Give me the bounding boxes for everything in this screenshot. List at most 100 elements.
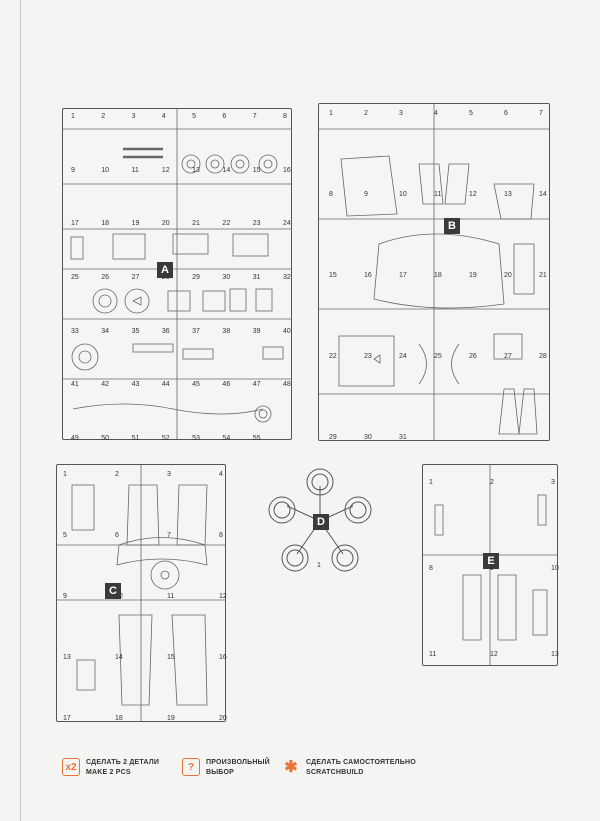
part-number: 13 xyxy=(504,191,512,198)
part-number: 5 xyxy=(192,113,197,120)
part-number: 5 xyxy=(63,532,67,539)
part-number: 9 xyxy=(63,593,67,600)
part-number: 51 xyxy=(131,435,140,442)
part-number: 16 xyxy=(364,272,372,279)
part-number: 3 xyxy=(167,471,171,478)
part-number: 3 xyxy=(551,479,555,486)
part-number: 24 xyxy=(399,353,407,360)
part-number: 10 xyxy=(551,565,559,572)
part-number: 47 xyxy=(252,381,261,389)
part-number: 53 xyxy=(192,435,200,442)
part-number: 30 xyxy=(222,274,231,281)
sprue-d-label: D xyxy=(313,514,329,530)
part-number: 27 xyxy=(131,274,140,281)
part-number: 42 xyxy=(101,381,110,389)
part-number: 12 xyxy=(490,651,498,658)
part-number: 21 xyxy=(539,272,547,279)
part-number: 12 xyxy=(161,166,170,174)
part-number: 9 xyxy=(71,166,75,174)
part-number: 8 xyxy=(219,532,223,539)
part-number: 4 xyxy=(219,471,223,478)
part-number: 29 xyxy=(329,434,337,441)
part-number: 4 xyxy=(434,110,438,117)
part-number: 7 xyxy=(167,532,171,539)
part-number: 37 xyxy=(192,327,200,335)
part-number: 25 xyxy=(71,274,79,281)
part-number: 17 xyxy=(63,715,71,722)
part-number: 11 xyxy=(434,191,442,198)
part-number: 6 xyxy=(222,113,227,120)
sprue-d-frame: D 1 xyxy=(265,466,375,576)
part-number: 55 xyxy=(252,435,261,442)
part-number: 13 xyxy=(551,651,559,658)
part-number: 44 xyxy=(161,381,170,389)
sprue-c-drawing xyxy=(57,465,225,721)
part-number: 2 xyxy=(115,471,119,478)
part-number: 2 xyxy=(490,479,494,486)
part-number: 11 xyxy=(429,651,437,658)
legend-scratch-line1: СДЕЛАТЬ САМОСТОЯТЕЛЬНО xyxy=(306,759,416,766)
sprue-a-label: A xyxy=(157,262,173,278)
legend-choice-line2: ВЫБОР xyxy=(206,769,235,776)
part-number: 15 xyxy=(329,272,337,279)
part-number: 21 xyxy=(192,220,200,228)
part-number: 6 xyxy=(115,532,119,539)
part-number: 49 xyxy=(71,435,79,442)
part-number: 41 xyxy=(71,381,79,389)
part-number: 18 xyxy=(115,715,123,722)
part-number: 3 xyxy=(131,113,136,120)
part-number: 1 xyxy=(429,479,433,486)
part-number: 50 xyxy=(101,435,110,442)
part-number: 13 xyxy=(63,654,71,661)
part-number: 7 xyxy=(252,113,257,120)
part-number: 25 xyxy=(434,353,442,360)
part-number: 39 xyxy=(252,327,261,335)
part-number: 8 xyxy=(329,191,333,198)
part-number: 10 xyxy=(399,191,407,198)
part-number: 1 xyxy=(63,471,67,478)
part-number: 36 xyxy=(161,327,170,335)
page-fold-line xyxy=(20,0,21,821)
part-number: 20 xyxy=(161,220,170,228)
part-number: 7 xyxy=(539,110,543,117)
part-number: 14 xyxy=(222,166,231,174)
part-number: 16 xyxy=(283,166,291,174)
part-number: 28 xyxy=(539,353,547,360)
part-number: 26 xyxy=(469,353,477,360)
part-number: 26 xyxy=(101,274,110,281)
part-number: 10 xyxy=(115,593,123,600)
part-number: 20 xyxy=(219,715,227,722)
part-number: 30 xyxy=(364,434,372,441)
part-number: 27 xyxy=(504,353,512,360)
part-number: 34 xyxy=(101,327,110,335)
make-2-pcs-icon: x2 xyxy=(62,758,80,776)
part-number: 15 xyxy=(252,166,261,174)
part-number: 2 xyxy=(364,110,368,117)
question-icon: ? xyxy=(182,758,200,776)
part-number: 19 xyxy=(167,715,175,722)
part-number: 13 xyxy=(192,166,200,174)
part-number: 28 xyxy=(161,274,170,281)
part-number: 12 xyxy=(469,191,477,198)
part-number: 18 xyxy=(101,220,110,228)
part-number: 6 xyxy=(504,110,508,117)
part-number: 35 xyxy=(131,327,140,335)
part-number: 17 xyxy=(399,272,407,279)
part-number: 24 xyxy=(283,220,291,228)
part-number: 18 xyxy=(434,272,442,279)
part-number: 32 xyxy=(283,274,291,281)
part-number: 54 xyxy=(222,435,231,442)
part-number: 1 xyxy=(329,110,333,117)
sprue-e-label: E xyxy=(483,553,499,569)
part-number: 45 xyxy=(192,381,200,389)
part-number: 19 xyxy=(469,272,477,279)
part-number: 38 xyxy=(222,327,231,335)
part-number: 43 xyxy=(131,381,140,389)
sprue-b-label: B xyxy=(444,218,460,234)
part-number: 3 xyxy=(399,110,403,117)
part-number: 40 xyxy=(283,327,291,335)
